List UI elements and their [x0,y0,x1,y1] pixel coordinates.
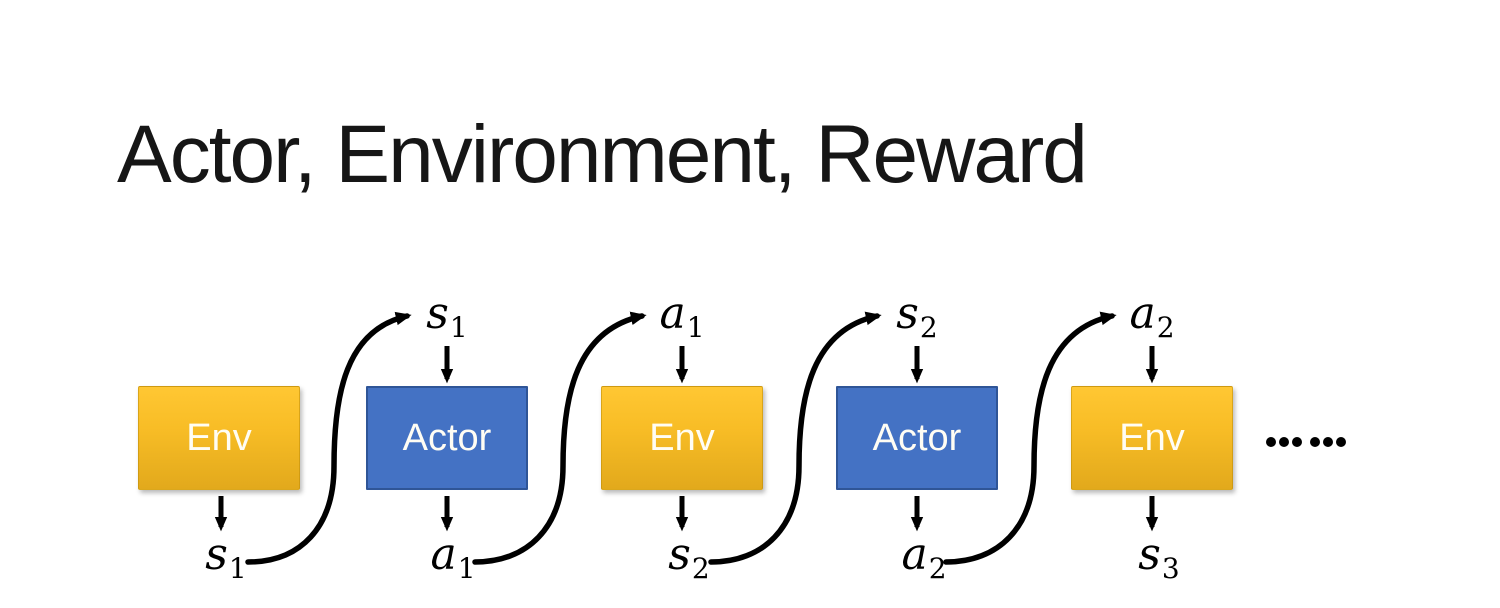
top-label-a1: a1 [659,288,705,344]
env-box-3: Env [1071,386,1233,490]
top-label-s2: s2 [896,288,938,344]
ellipsis-dot [1279,437,1289,447]
ellipsis-dots [1266,437,1349,447]
actor-box-1: Actor [366,386,528,490]
ellipsis-dot [1336,437,1346,447]
bottom-label-s2: s2 [668,529,710,585]
output-arrows [214,496,1159,532]
actor-box-1-label: Actor [402,416,492,459]
ellipsis-dot [1292,437,1302,447]
env-box-2: Env [601,386,763,490]
bottom-label-a2: a2 [901,529,947,585]
bottom-label-a1: a1 [430,529,476,585]
bottom-label-s3: s3 [1138,529,1180,585]
bottom-label-s1: s1 [205,529,247,585]
actor-box-2-label: Actor [872,416,962,459]
ellipsis-dot [1310,437,1320,447]
slide-title: Actor, Environment, Reward [117,109,1088,200]
env-box-1: Env [138,386,300,490]
env-box-1-label: Env [186,416,252,459]
top-label-a2: a2 [1129,288,1175,344]
input-arrows [440,346,1159,384]
top-label-s1: s1 [426,288,468,344]
ellipsis-dot [1266,437,1276,447]
actor-box-2: Actor [836,386,998,490]
ellipsis-dot [1323,437,1333,447]
env-box-2-label: Env [649,416,715,459]
env-box-3-label: Env [1119,416,1185,459]
